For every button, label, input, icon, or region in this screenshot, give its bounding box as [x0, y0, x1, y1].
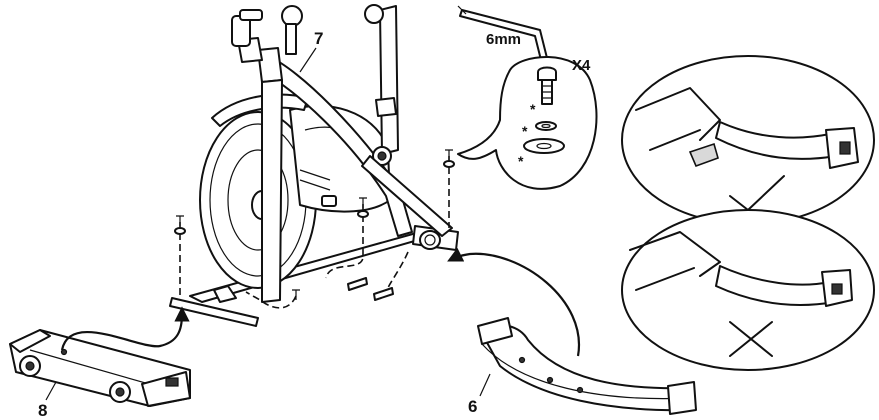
- asterisk-2: *: [522, 123, 528, 139]
- frame-label: 7: [314, 29, 323, 48]
- incorrect-detail: [622, 210, 874, 370]
- asterisk-1: *: [530, 101, 536, 117]
- bike-frame: [170, 5, 458, 326]
- tool-size-label: 6mm: [486, 31, 521, 48]
- rear-stabilizer-label: 6: [468, 397, 477, 416]
- correct-detail: [622, 56, 874, 224]
- front-stabilizer-label: 8: [38, 401, 47, 420]
- hardware-callout: 6mm X4 * * *: [458, 6, 597, 189]
- front-stabilizer: [10, 330, 190, 406]
- quantity-label: X4: [572, 57, 591, 74]
- asterisk-3: *: [518, 153, 524, 169]
